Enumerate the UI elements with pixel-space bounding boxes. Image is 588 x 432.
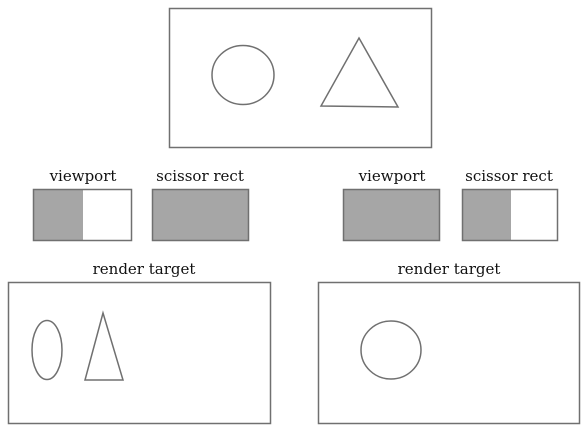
left-viewport-box	[32, 188, 133, 242]
left-viewport-frame	[32, 188, 133, 242]
left-squashed-triangle	[84, 310, 125, 381]
source-triangle	[319, 36, 400, 108]
left-scissor-box	[151, 188, 250, 242]
right-scissor-frame	[461, 188, 559, 242]
left-viewport-shaded-half	[34, 190, 83, 240]
left-scissor-label: scissor rect	[156, 167, 244, 185]
left-render-target-label: render target	[93, 260, 196, 278]
left-scissor-shaded	[151, 188, 250, 242]
right-render-target	[317, 281, 581, 425]
right-render-target-label: render target	[398, 260, 501, 278]
right-scissor-label: scissor rect	[465, 167, 553, 185]
left-viewport-label: viewport	[49, 167, 117, 185]
right-example: viewport scissor rect render target	[317, 167, 581, 425]
source-scene	[168, 7, 433, 149]
right-render-target-frame	[317, 281, 581, 425]
left-render-target	[7, 281, 272, 425]
right-viewport-shaded	[342, 188, 441, 242]
right-clipped-circle	[360, 320, 422, 380]
source-scene-frame	[168, 7, 433, 149]
right-viewport-label: viewport	[358, 167, 426, 185]
left-squashed-ellipse	[31, 319, 63, 381]
right-scissor-box	[461, 188, 559, 242]
right-viewport-box	[342, 188, 441, 242]
source-circle	[211, 44, 275, 106]
left-render-target-frame	[7, 281, 272, 425]
left-example: viewport scissor rect render target	[7, 167, 272, 425]
right-scissor-shaded-half	[463, 190, 511, 240]
